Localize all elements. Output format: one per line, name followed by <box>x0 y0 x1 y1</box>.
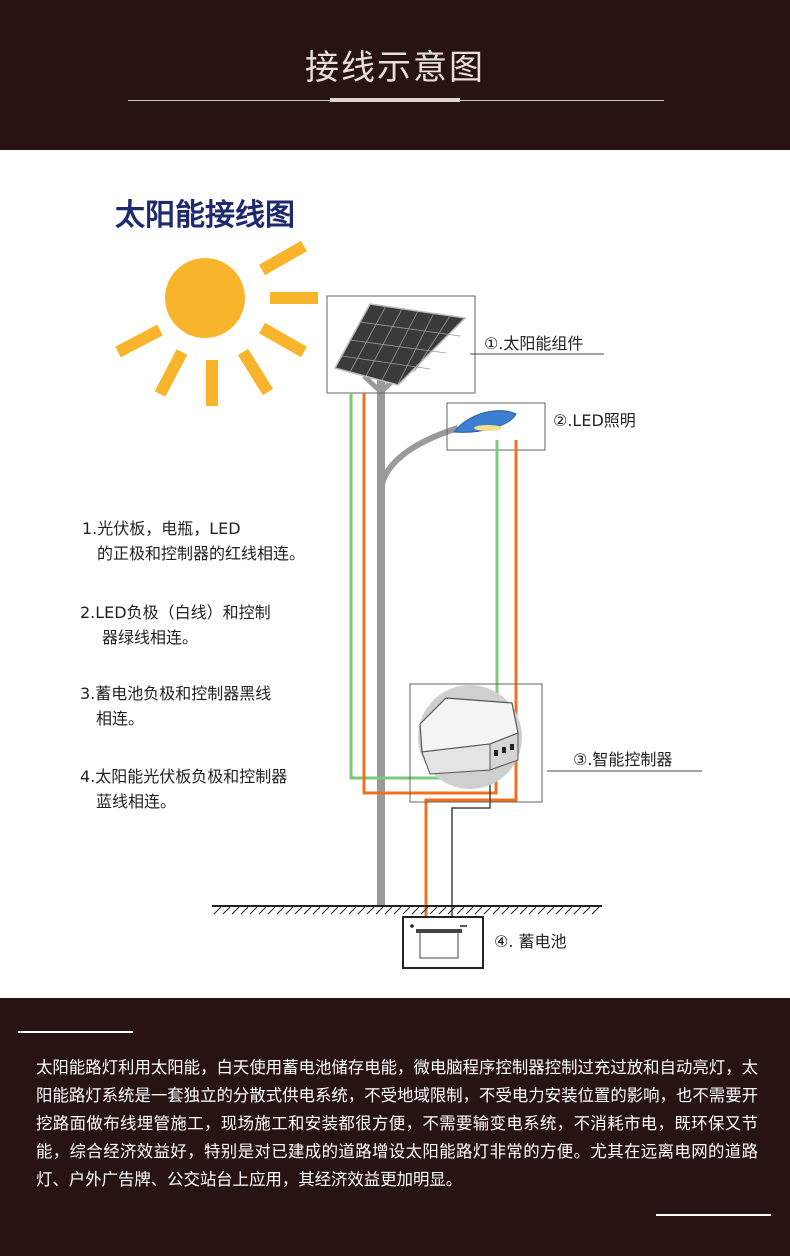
wiring <box>349 393 518 930</box>
note-1-line-2: 的正极和控制器的红线相连。 <box>97 544 306 563</box>
page-title: 接线示意图 <box>305 48 485 88</box>
diagram-title: 太阳能接线图 <box>115 198 295 233</box>
note-4-line-1: 4.太阳能光伏板负极和控制器 <box>80 767 288 786</box>
description-text: 太阳能路灯利用太阳能，白天使用蓄电池储存电能，微电脑程序控制器控制过充过放和自动… <box>36 1058 758 1189</box>
note-4-line-2: 蓝线相连。 <box>96 792 177 811</box>
description-rule-top <box>18 1031 133 1033</box>
note-3-line-2: 相连。 <box>96 709 145 728</box>
sun-icon <box>115 240 318 406</box>
description-rule-bottom <box>656 1214 771 1216</box>
note-3: 3.蓄电池负极和控制器黑线 相连。 <box>80 681 271 731</box>
header-band <box>0 0 790 150</box>
note-2: 2.LED负极（白线）和控制 器绿线相连。 <box>80 600 271 650</box>
label-battery: ④. 蓄电池 <box>494 932 567 951</box>
note-1: 1.光伏板，电瓶，LED 的正极和控制器的红线相连。 <box>82 516 305 566</box>
ground-line <box>212 905 602 915</box>
lamp-pole <box>362 374 459 905</box>
controller-frame <box>409 683 543 803</box>
label-led: ②.LED照明 <box>553 411 636 430</box>
note-2-line-2: 器绿线相连。 <box>102 628 199 647</box>
solar-panel-icon <box>333 303 467 386</box>
diagram-area <box>0 150 790 998</box>
header-rule-accent <box>330 98 460 102</box>
note-4: 4.太阳能光伏板负极和控制器 蓝线相连。 <box>80 764 287 814</box>
controller-icon <box>418 685 522 789</box>
note-2-line-1: 2.LED负极（白线）和控制 <box>80 603 271 622</box>
note-1-line-1: 1.光伏板，电瓶，LED <box>82 519 241 538</box>
note-3-line-1: 3.蓄电池负极和控制器黑线 <box>80 684 272 703</box>
label-solar-panel: ①.太阳能组件 <box>484 334 584 353</box>
led-lamp-icon <box>453 410 517 433</box>
battery-icon <box>410 924 467 959</box>
label-controller: ③.智能控制器 <box>573 750 673 769</box>
panel-frame <box>326 295 476 394</box>
description-band <box>0 998 790 1256</box>
